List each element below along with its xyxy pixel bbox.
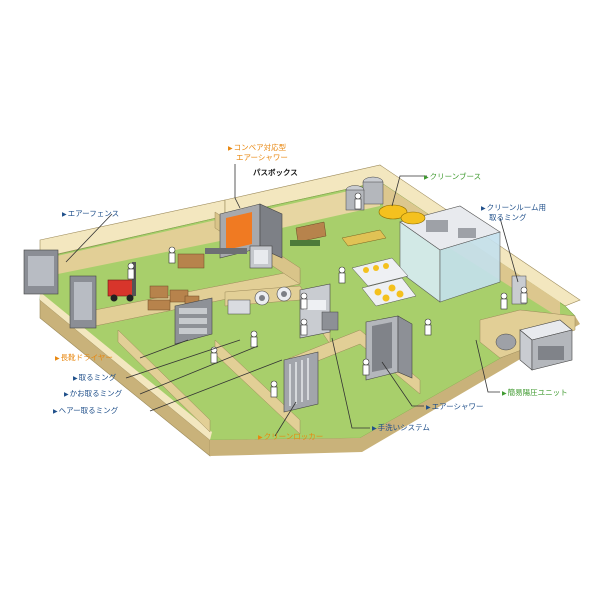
right-triangle-icon: ▶: [55, 355, 60, 362]
label-kao-toru-ming: ▶かお取るミング: [64, 389, 122, 399]
right-triangle-icon: ▶: [502, 390, 507, 397]
simple-pressure-unit-device: [495, 319, 573, 371]
label-conveyor-air-shower: ▶コンベア対応型 エアーシャワー: [228, 143, 288, 162]
label-hair-toru-ming: ▶ヘアー取るミング: [53, 406, 118, 416]
right-triangle-icon: ▶: [424, 174, 429, 181]
label-boot-dryer-text: 長靴ドライヤー: [60, 353, 113, 362]
label-boot-dryer: ▶長靴ドライヤー: [55, 353, 113, 363]
pass-box-unit: [249, 245, 273, 269]
right-triangle-icon: ▶: [372, 425, 377, 432]
clean-booth-unit: [399, 205, 501, 303]
right-triangle-icon: ▶: [228, 145, 233, 152]
roller-stations: [227, 286, 292, 315]
back-wall-face-left: [48, 218, 225, 276]
label-air-fence-text: エアーフェンス: [67, 209, 120, 218]
right-triangle-icon: ▶: [73, 375, 78, 382]
label-toru-ming: ▶取るミング: [73, 373, 116, 383]
label-toru-ming-text: 取るミング: [78, 373, 117, 382]
conveyor-air-shower-unit: [219, 203, 283, 259]
label-clean-booth: ▶クリーンブース: [424, 172, 481, 182]
right-triangle-icon: ▶: [258, 434, 263, 441]
clean-locker-unit: [283, 351, 319, 413]
label-air-shower: ▶エアーシャワー: [426, 402, 484, 412]
boot-dryer-unit: [174, 297, 213, 345]
label-clean-locker: ▶クリーンロッカー: [258, 432, 323, 442]
label-clean-locker-text: クリーンロッカー: [263, 432, 324, 441]
front-wall-bottom: [210, 316, 580, 456]
label-air-shower-text: エアーシャワー: [431, 402, 484, 411]
label-cleanroom-roller-line1: クリーンルーム用: [486, 203, 547, 212]
label-air-fence: ▶エアーフェンス: [62, 209, 119, 219]
air-shower-unit: [365, 315, 413, 381]
front-wall-left-top: [40, 292, 212, 440]
workers: [127, 192, 528, 398]
label-simple-pressure-unit: ▶簡易陽圧ユニット: [502, 388, 568, 398]
processing-tanks: [345, 176, 426, 225]
label-clean-booth-text: クリーンブース: [429, 172, 482, 181]
right-triangle-icon: ▶: [64, 391, 69, 398]
work-tables: [290, 221, 417, 307]
label-cleanroom-roller: ▶クリーンルーム用 取るミング: [481, 203, 546, 222]
hand-wash-unit: [299, 283, 339, 339]
partition-wall-c: [117, 329, 211, 433]
right-triangle-icon: ▶: [62, 211, 67, 218]
label-hair-toru-ming-text: ヘアー取るミング: [58, 406, 119, 415]
right-triangle-icon: ▶: [481, 205, 486, 212]
label-kao-toru-ming-text: かお取るミング: [69, 389, 123, 398]
label-conveyor-air-shower-line1: コンベア対応型: [233, 143, 287, 152]
label-hand-wash-system-text: 手洗いシステム: [377, 423, 430, 432]
right-triangle-icon: ▶: [53, 408, 58, 415]
leader-lines: [65, 164, 519, 437]
label-simple-pressure-unit-text: 簡易陽圧ユニット: [507, 388, 568, 397]
right-triangle-icon: ▶: [426, 404, 431, 411]
label-cleanroom-roller-line2: 取るミング: [489, 213, 527, 222]
label-pass-box: パスボックス: [253, 168, 298, 177]
label-conveyor-air-shower-line2: エアーシャワー: [236, 153, 288, 162]
label-hand-wash-system: ▶手洗いシステム: [372, 423, 430, 433]
air-fence-unit: [23, 249, 97, 329]
